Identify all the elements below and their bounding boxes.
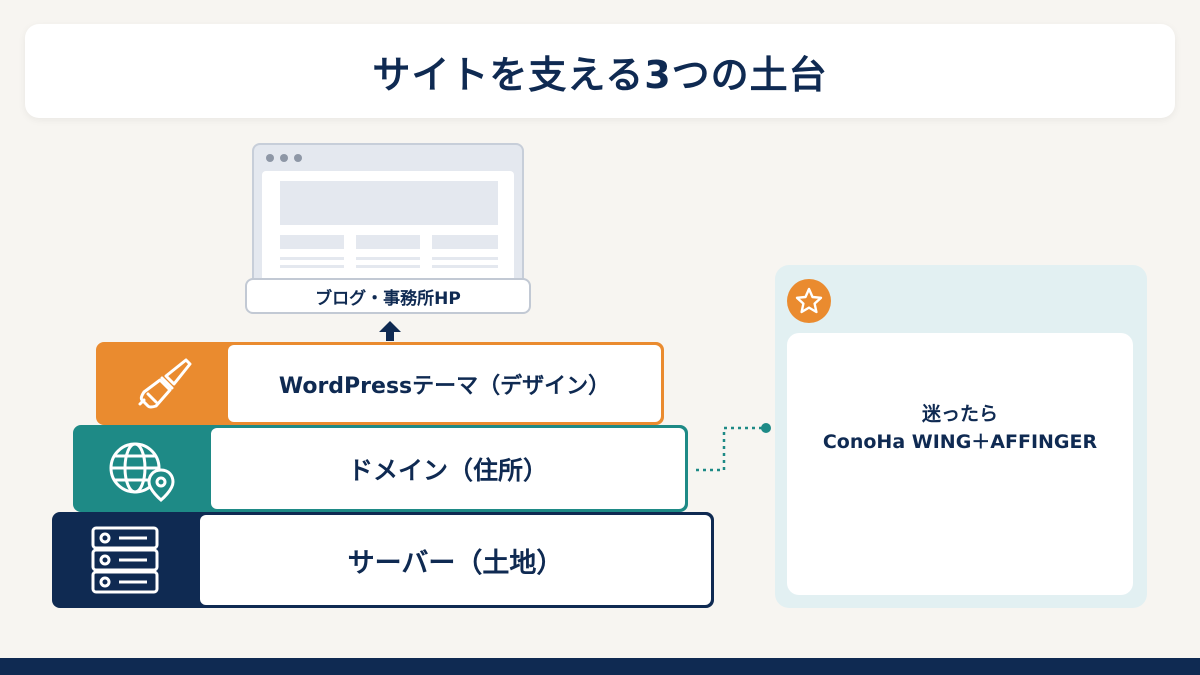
layer-label: サーバー（土地） [200,515,711,605]
recommendation-lead: 迷ったら [921,403,998,425]
page-column-block [280,235,344,249]
page-text-line [356,257,420,260]
dotted-connector [696,423,771,472]
page-text-line [432,257,498,260]
recommendation-body: 迷ったら ConoHa WING＋AFFINGER [787,333,1133,595]
browser-page-body [262,171,514,299]
page-column-block [432,235,498,249]
footer-bar [0,658,1200,675]
window-dot [266,154,274,162]
window-dot [280,154,288,162]
browser-label: ブログ・事務所HP [245,278,531,314]
browser-mockup [252,143,524,303]
recommendation-card: 迷ったら ConoHa WING＋AFFINGER [775,265,1147,608]
page-text-line [280,265,344,268]
paintbrush-icon [96,342,226,425]
page-title: サイトを支える3つの土台 [372,52,828,97]
page-hero-block [280,181,498,225]
layer-server: サーバー（土地） [52,512,714,608]
layer-domain: ドメイン（住所） [73,425,688,512]
server-rack-icon [52,512,198,608]
globe-location-icon [73,425,209,512]
page-column-block [356,235,420,249]
recommendation-product: ConoHa WING＋AFFINGER [822,431,1098,453]
page-text-line [280,257,344,260]
layer-wordpress-theme: WordPressテーマ（デザイン） [96,342,664,425]
layer-label: ドメイン（住所） [211,428,685,509]
layer-label: WordPressテーマ（デザイン） [228,345,661,422]
up-arrow-icon [379,321,401,341]
page-text-line [356,265,420,268]
star-icon [787,279,831,323]
window-dot [294,154,302,162]
title-card: サイトを支える3つの土台 [25,24,1175,118]
page-text-line [432,265,498,268]
